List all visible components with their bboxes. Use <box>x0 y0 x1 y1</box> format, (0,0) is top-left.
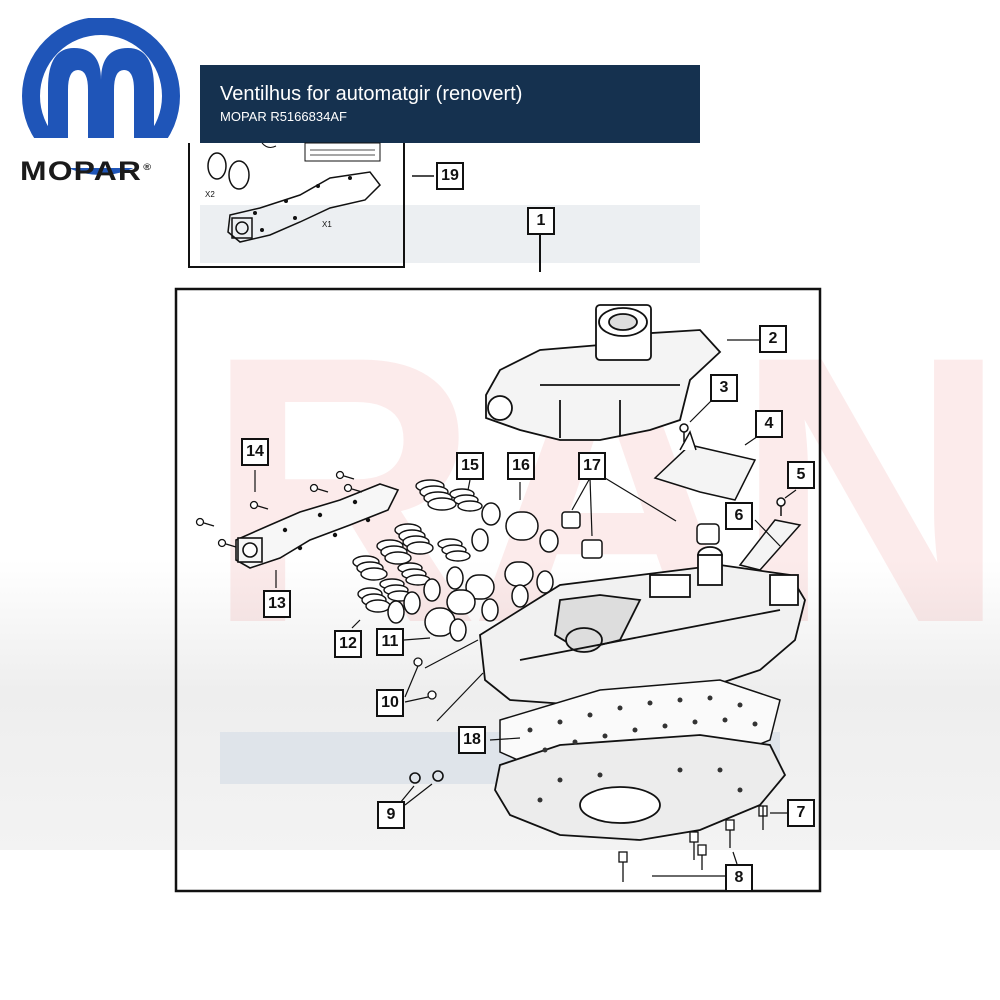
callout-5: 5 <box>787 461 815 489</box>
mopar-wordmark-text: MOPAR <box>20 156 143 186</box>
watermark-top-strip <box>200 205 700 263</box>
valves-and-rings <box>387 502 559 642</box>
callout-12: 12 <box>334 630 362 658</box>
lower-valve-body <box>494 734 787 841</box>
part-number: MOPAR R5166834AF <box>220 109 347 124</box>
main-frame <box>174 287 822 893</box>
callout-2: 2 <box>759 325 787 353</box>
bolts-14 <box>195 470 363 548</box>
accumulator-caps <box>561 511 720 559</box>
mopar-wordmark: MOPAR® <box>20 152 152 186</box>
callout-6: 6 <box>725 502 753 530</box>
springs <box>352 479 483 613</box>
mopar-logo-icon <box>18 18 184 175</box>
registered-mark: ® <box>143 162 153 172</box>
valve-body-casting <box>479 546 806 706</box>
spring-plate <box>738 519 802 571</box>
separator-plate-holes <box>527 695 758 803</box>
product-header: Ventilhus for automatgir (renovert) MOPA… <box>200 65 700 143</box>
callout-14: 14 <box>241 438 269 466</box>
watermark-band <box>0 560 1000 850</box>
check-balls-10 <box>413 657 437 700</box>
product-title: Ventilhus for automatgir (renovert) <box>220 83 523 105</box>
gasket-kit-inset <box>188 143 405 268</box>
callout-16: 16 <box>507 452 535 480</box>
o-rings-9 <box>409 770 444 784</box>
callout-4: 4 <box>755 410 783 438</box>
callout-13: 13 <box>263 590 291 618</box>
callout-10: 10 <box>376 689 404 717</box>
inset-holes <box>253 176 352 232</box>
detent-lever <box>653 430 757 501</box>
callout-9: 9 <box>377 801 405 829</box>
callout-19: 19 <box>436 162 464 190</box>
callout-3: 3 <box>710 374 738 402</box>
callout-15: 15 <box>456 452 484 480</box>
inset-parts <box>207 142 381 243</box>
callout-18: 18 <box>458 726 486 754</box>
tcm-housing <box>485 304 722 441</box>
screw-3 <box>679 423 689 442</box>
callout-7: 7 <box>787 799 815 827</box>
inset-label-x2: X2 <box>205 190 215 199</box>
gasket-holes <box>282 499 371 551</box>
gasket-13 <box>235 483 400 569</box>
inset-label-x1: X1 <box>322 220 332 229</box>
bolts-7-8 <box>618 805 768 882</box>
callout-8: 8 <box>725 864 753 892</box>
callout-11: 11 <box>376 628 404 656</box>
callout-1: 1 <box>527 207 555 235</box>
screw-5 <box>776 497 786 516</box>
callout-17: 17 <box>578 452 606 480</box>
